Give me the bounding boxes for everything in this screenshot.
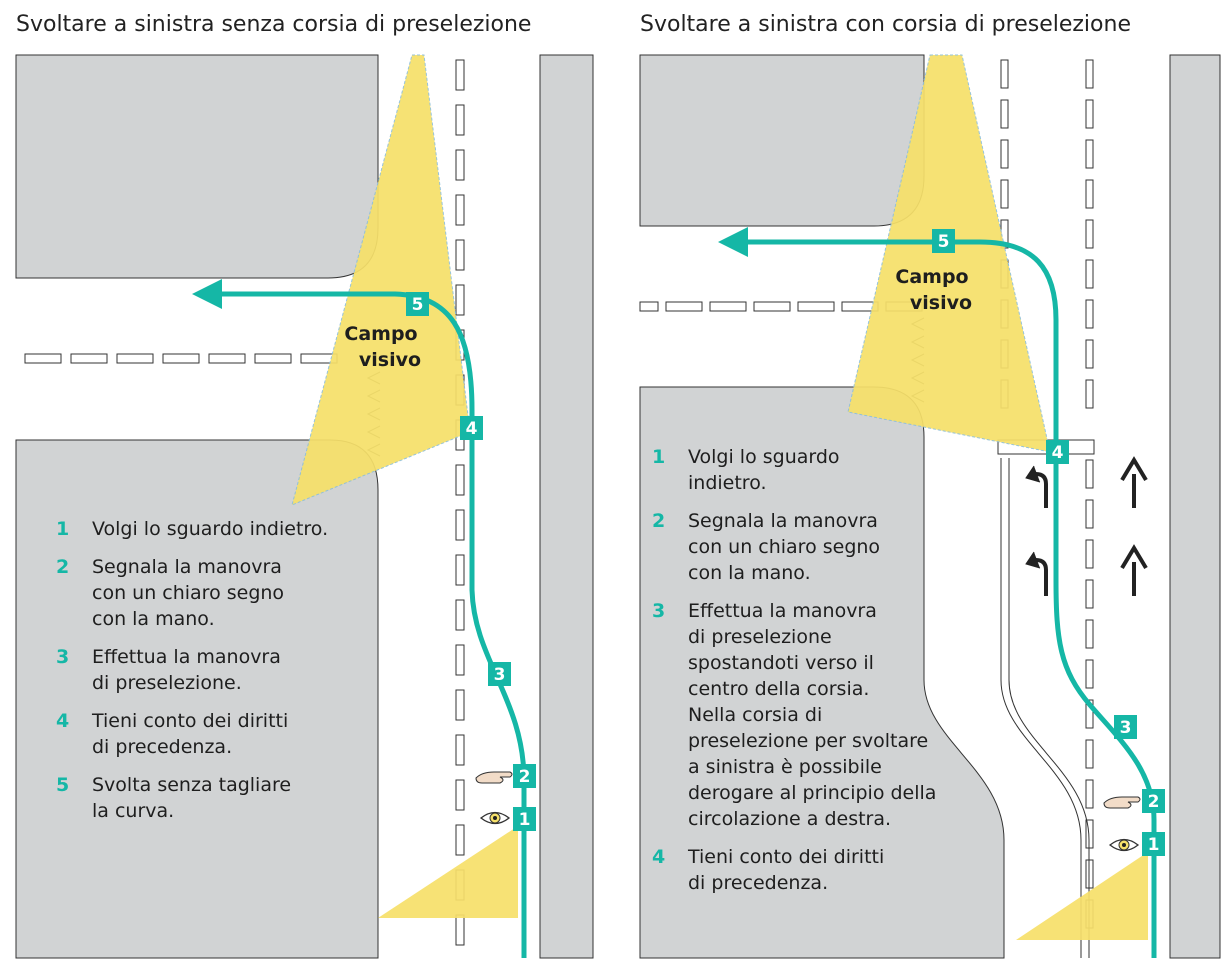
left-fov-label-line1: Campo <box>344 323 417 345</box>
svg-text:3: 3 <box>494 665 506 685</box>
left-step-list: 1 Volgi lo sguardo indietro. 2 Segnala la m… <box>56 516 366 836</box>
svg-text:5: 5 <box>938 232 950 252</box>
step-text: Segnala la manovra con un chiaro segno c… <box>92 556 285 630</box>
right-badge-1: 1 <box>1142 832 1165 856</box>
svg-text:5: 5 <box>412 295 424 315</box>
right-step-list: 1 Volgi lo sguardo indietro. 2 Segnala la m… <box>652 444 972 908</box>
svg-text:4: 4 <box>1052 443 1064 463</box>
right-lane-separator-outer <box>1000 458 1082 958</box>
step-item: 2 Segnala la manovra con un chiaro segno … <box>56 554 366 632</box>
left-badge-5: 5 <box>406 292 429 316</box>
straight-arrow-icon <box>1120 544 1148 596</box>
step-text: Svolta senza tagliare la curva. <box>92 774 292 822</box>
step-number: 1 <box>56 518 70 540</box>
step-item: 3 Effettua la manovra di preselezione. <box>56 644 366 696</box>
step-text: Segnala la manovra con un chiaro segno c… <box>688 510 881 584</box>
right-diagram: Campo visivo 1 2 3 4 5 <box>639 54 1221 959</box>
left-diagram-title: Svoltare a sinistra senza corsia di pres… <box>16 12 532 37</box>
eye-icon <box>479 811 511 825</box>
right-fov-label-line1: Campo <box>895 266 968 288</box>
step-number: 4 <box>56 710 70 732</box>
step-item: 5 Svolta senza tagliare la curva. <box>56 772 366 824</box>
step-number: 3 <box>56 646 70 668</box>
left-main-road-centerline <box>455 59 465 946</box>
svg-text:3: 3 <box>1120 718 1132 738</box>
right-badge-2: 2 <box>1142 789 1165 813</box>
right-badge-5: 5 <box>932 229 955 253</box>
left-block-top <box>15 54 379 279</box>
step-text: Tieni conto dei diritti di precedenza. <box>92 710 289 758</box>
svg-text:1: 1 <box>1148 835 1160 855</box>
step-text: Effettua la manovra di preselezione. <box>92 646 281 694</box>
step-number: 2 <box>652 510 666 532</box>
step-number: 2 <box>56 556 70 578</box>
left-turn-arrow-icon <box>1025 465 1048 508</box>
right-block-top <box>639 54 925 227</box>
left-sidewalk-right <box>539 54 594 959</box>
right-badge-4: 4 <box>1046 440 1069 464</box>
straight-arrow-icon <box>1120 456 1148 508</box>
right-rear-view-cone <box>1016 852 1148 940</box>
eye-icon <box>1108 838 1140 852</box>
svg-text:4: 4 <box>466 419 478 439</box>
svg-text:2: 2 <box>1148 792 1160 812</box>
step-text: Volgi lo sguardo indietro. <box>688 446 840 494</box>
step-item: 2 Segnala la manovra con un chiaro segno … <box>652 508 972 586</box>
svg-text:2: 2 <box>519 767 531 787</box>
left-rear-view-cone <box>378 826 518 918</box>
left-diagram: Campo visivo 1 2 3 4 5 <box>15 54 594 959</box>
step-number: 4 <box>652 846 666 868</box>
right-field-of-view-cone <box>847 54 1051 453</box>
step-item: 1 Volgi lo sguardo indietro. <box>652 444 972 496</box>
svg-text:1: 1 <box>519 810 531 830</box>
step-number: 1 <box>652 446 666 468</box>
right-lane-separator-inner <box>1008 458 1090 958</box>
step-item: 1 Volgi lo sguardo indietro. <box>56 516 366 542</box>
step-number: 5 <box>56 774 70 796</box>
step-text: Effettua la manovra di preselezione spos… <box>688 600 937 830</box>
hand-signal-icon <box>1103 796 1141 809</box>
left-badge-3: 3 <box>488 662 511 686</box>
right-diagram-title: Svoltare a sinistra con corsia di presel… <box>640 12 1131 37</box>
left-badge-1: 1 <box>513 807 536 831</box>
left-side-road-centerline <box>24 353 338 364</box>
left-badge-2: 2 <box>513 764 536 788</box>
right-fov-label-line2: visivo <box>910 292 972 314</box>
step-item: 4 Tieni conto dei diritti di precedenza. <box>56 708 366 760</box>
left-turn-path <box>192 279 527 958</box>
left-fov-label-line2: visivo <box>359 349 421 371</box>
step-text: Tieni conto dei diritti di precedenza. <box>688 846 885 894</box>
step-item: 4 Tieni conto dei diritti di precedenza. <box>652 844 972 896</box>
left-turn-arrow-icon <box>1025 551 1048 596</box>
right-turn-path <box>718 227 1157 958</box>
step-number: 3 <box>652 600 666 622</box>
left-badge-4: 4 <box>460 416 483 440</box>
step-item: 3 Effettua la manovra di preselezione spo… <box>652 598 972 832</box>
hand-signal-icon <box>475 771 513 784</box>
right-sidewalk-right <box>1169 54 1221 959</box>
right-main-road-line-center <box>1085 59 1094 929</box>
right-badge-3: 3 <box>1114 715 1137 739</box>
step-text: Volgi lo sguardo indietro. <box>92 518 329 540</box>
